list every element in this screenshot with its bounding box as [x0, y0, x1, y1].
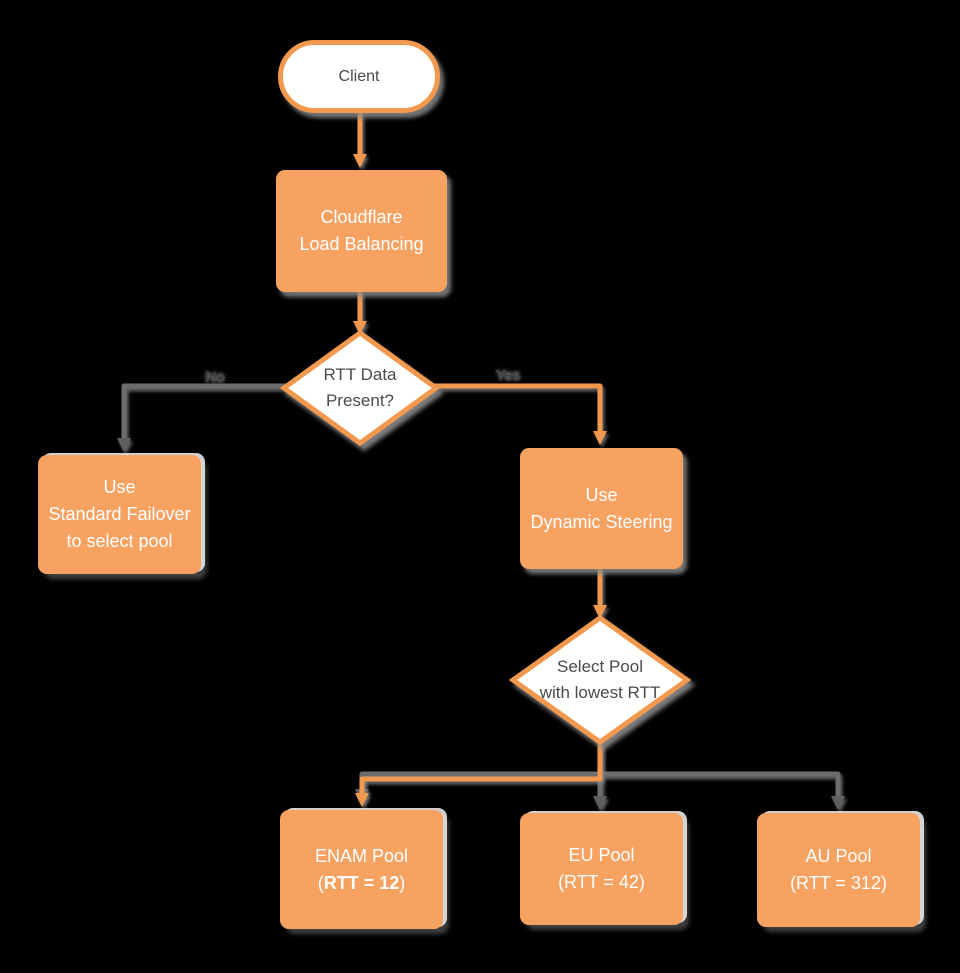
dynamic-steering-line1: Use — [585, 484, 618, 505]
rtt-decision-line1: RTT Data — [323, 365, 397, 384]
enam-pool-paren-close: ) — [399, 872, 406, 893]
enam-pool-paren-open: ( — [317, 872, 324, 893]
client-label: Client — [338, 67, 380, 85]
au-pool-line1: AU Pool — [805, 846, 872, 866]
dynamic-steering-node: Use Dynamic Steering — [520, 448, 683, 569]
rtt-decision-line2: Present? — [325, 391, 395, 410]
connector-to-enam-pool — [355, 741, 603, 807]
select-pool-diamond: Select Pool with lowest RTT — [512, 652, 688, 708]
load-balancing-line1: Cloudflare — [320, 207, 403, 227]
eu-pool-node: EU Pool (RTT = 42) — [520, 813, 683, 925]
client-node: Client — [278, 40, 440, 113]
au-pool-node: AU Pool (RTT = 312) — [757, 813, 920, 927]
eu-pool-line2: (RTT = 42) — [558, 872, 645, 892]
enam-pool-node: ENAM Pool (RTT = 12) — [280, 810, 443, 929]
connector-yes-branch — [434, 383, 607, 445]
connector-no-branch — [117, 383, 286, 452]
edge-label-yes: Yes — [495, 367, 521, 384]
standard-failover-line2: Standard Failover — [48, 504, 191, 524]
connector-to-au-pool — [600, 771, 845, 810]
load-balancing-line2: Load Balancing — [299, 234, 424, 254]
load-balancing-node: Cloudflare Load Balancing — [276, 170, 447, 292]
dynamic-steering-line2: Dynamic Steering — [530, 511, 673, 532]
connector-to-enam-pool-gray — [355, 771, 600, 803]
edge-label-no: No — [205, 369, 225, 386]
select-pool-line1: Select Pool — [557, 657, 643, 676]
enam-pool-line2: (RTT = 12) — [318, 870, 406, 897]
rtt-decision-diamond: RTT Data Present? — [288, 358, 432, 418]
au-pool-line2: (RTT = 312) — [790, 873, 887, 893]
enam-pool-line1: ENAM Pool — [314, 845, 409, 866]
select-pool-line2: with lowest RTT — [539, 683, 661, 702]
standard-failover-line3: to select pool — [66, 531, 173, 551]
eu-pool-line1: EU Pool — [568, 845, 635, 865]
standard-failover-line1: Use — [103, 477, 136, 497]
enam-pool-rtt-value: RTT = 12 — [323, 872, 400, 893]
standard-failover-node: Use Standard Failover to select pool — [38, 455, 201, 574]
